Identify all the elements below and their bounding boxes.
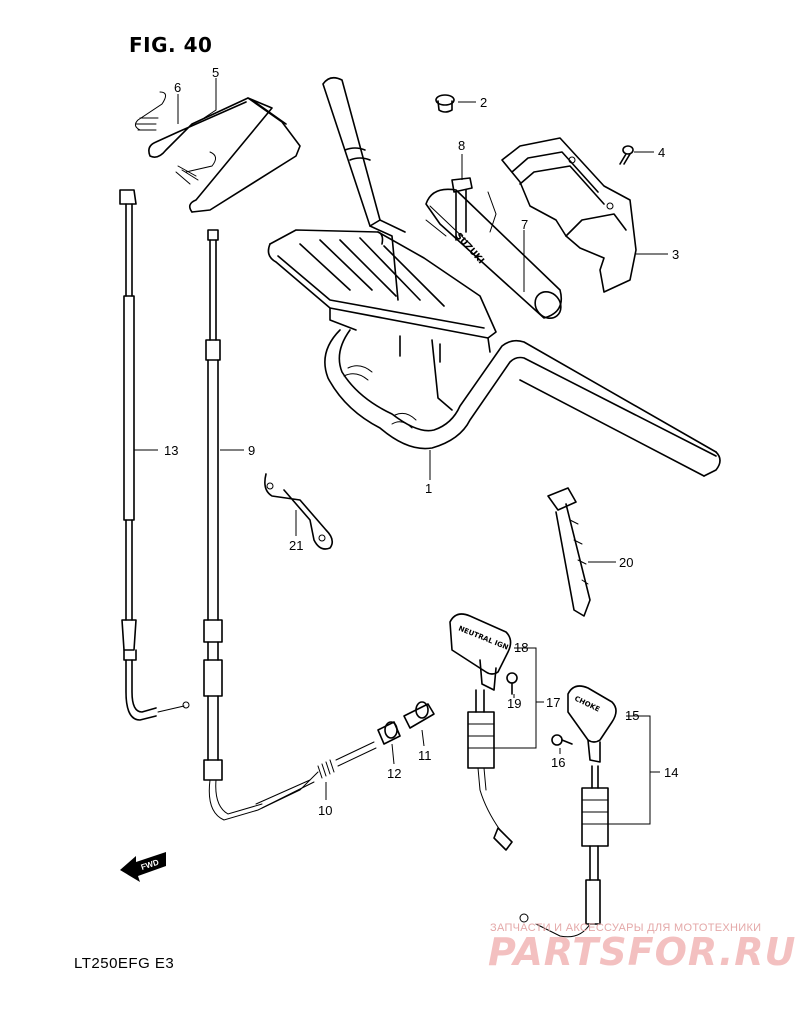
callout-12[interactable]: 12: [387, 766, 402, 781]
cable-bracket[interactable]: [264, 473, 334, 550]
callout-10[interactable]: 10: [318, 803, 333, 818]
fwd-arrow-icon: FWD: [120, 852, 166, 882]
callout-18[interactable]: 18: [514, 640, 529, 655]
callout-6[interactable]: 6: [174, 80, 182, 95]
choke-cable[interactable]: [519, 765, 609, 938]
handlebar-pad[interactable]: SUZUKI: [425, 188, 566, 323]
callout-19[interactable]: 19: [507, 696, 522, 711]
model-code: LT250EFG E3: [74, 955, 175, 972]
pad-brand-text: SUZUKI: [453, 231, 486, 266]
leader-lines: [134, 78, 668, 825]
starter-cable[interactable]: [467, 689, 513, 851]
choke-knob[interactable]: CHOKE: [567, 685, 617, 763]
callout-13[interactable]: 13: [164, 443, 179, 458]
starter-knob[interactable]: NEUTRAL IGN: [449, 613, 512, 691]
pad-strap[interactable]: [451, 177, 497, 241]
return-springs[interactable]: [134, 91, 216, 185]
callout-15[interactable]: 15: [625, 708, 640, 723]
cable-end-nut[interactable]: [377, 721, 401, 745]
handlebar[interactable]: [322, 76, 721, 477]
callout-21[interactable]: 21: [289, 538, 304, 553]
figure-title: FIG. 40: [129, 33, 213, 57]
callout-11[interactable]: 11: [418, 748, 432, 763]
starter-knob-screw[interactable]: [506, 672, 518, 695]
cable-spring[interactable]: [317, 741, 377, 779]
callout-9[interactable]: 9: [248, 443, 256, 458]
callout-8[interactable]: 8: [458, 138, 466, 153]
callout-16[interactable]: 16: [551, 755, 566, 770]
cover-screw[interactable]: [619, 145, 634, 165]
callout-5[interactable]: 5: [212, 65, 220, 80]
spring-bracket[interactable]: [148, 97, 301, 213]
choke-knob-text: CHOKE: [573, 695, 601, 714]
throttle-cable[interactable]: [203, 229, 319, 821]
handlebar-cover[interactable]: [501, 137, 637, 293]
callout-4[interactable]: 4: [658, 145, 666, 160]
callout-2[interactable]: 2: [480, 95, 488, 110]
choke-knob-screw[interactable]: [551, 734, 573, 746]
starter-knob-text: NEUTRAL IGN: [457, 624, 509, 651]
cable-tie[interactable]: [547, 487, 591, 617]
handlebar-rack[interactable]: [267, 229, 497, 363]
callout-7[interactable]: 7: [521, 217, 529, 232]
watermark-brand: PARTSFOR.RU: [488, 930, 797, 974]
callout-3[interactable]: 3: [672, 247, 680, 262]
cable-adjuster[interactable]: [403, 701, 435, 729]
callout-14[interactable]: 14: [664, 765, 679, 780]
watermark-tagline: ЗАПЧАСТИ И АКСЕССУАРЫ ДЛЯ МОТОТЕХНИКИ: [490, 922, 762, 934]
callout-17[interactable]: 17: [546, 695, 561, 710]
cap-plug[interactable]: [435, 94, 455, 113]
callout-1[interactable]: 1: [425, 481, 433, 496]
left-control-cable[interactable]: [119, 189, 190, 721]
callout-20[interactable]: 20: [619, 555, 634, 570]
